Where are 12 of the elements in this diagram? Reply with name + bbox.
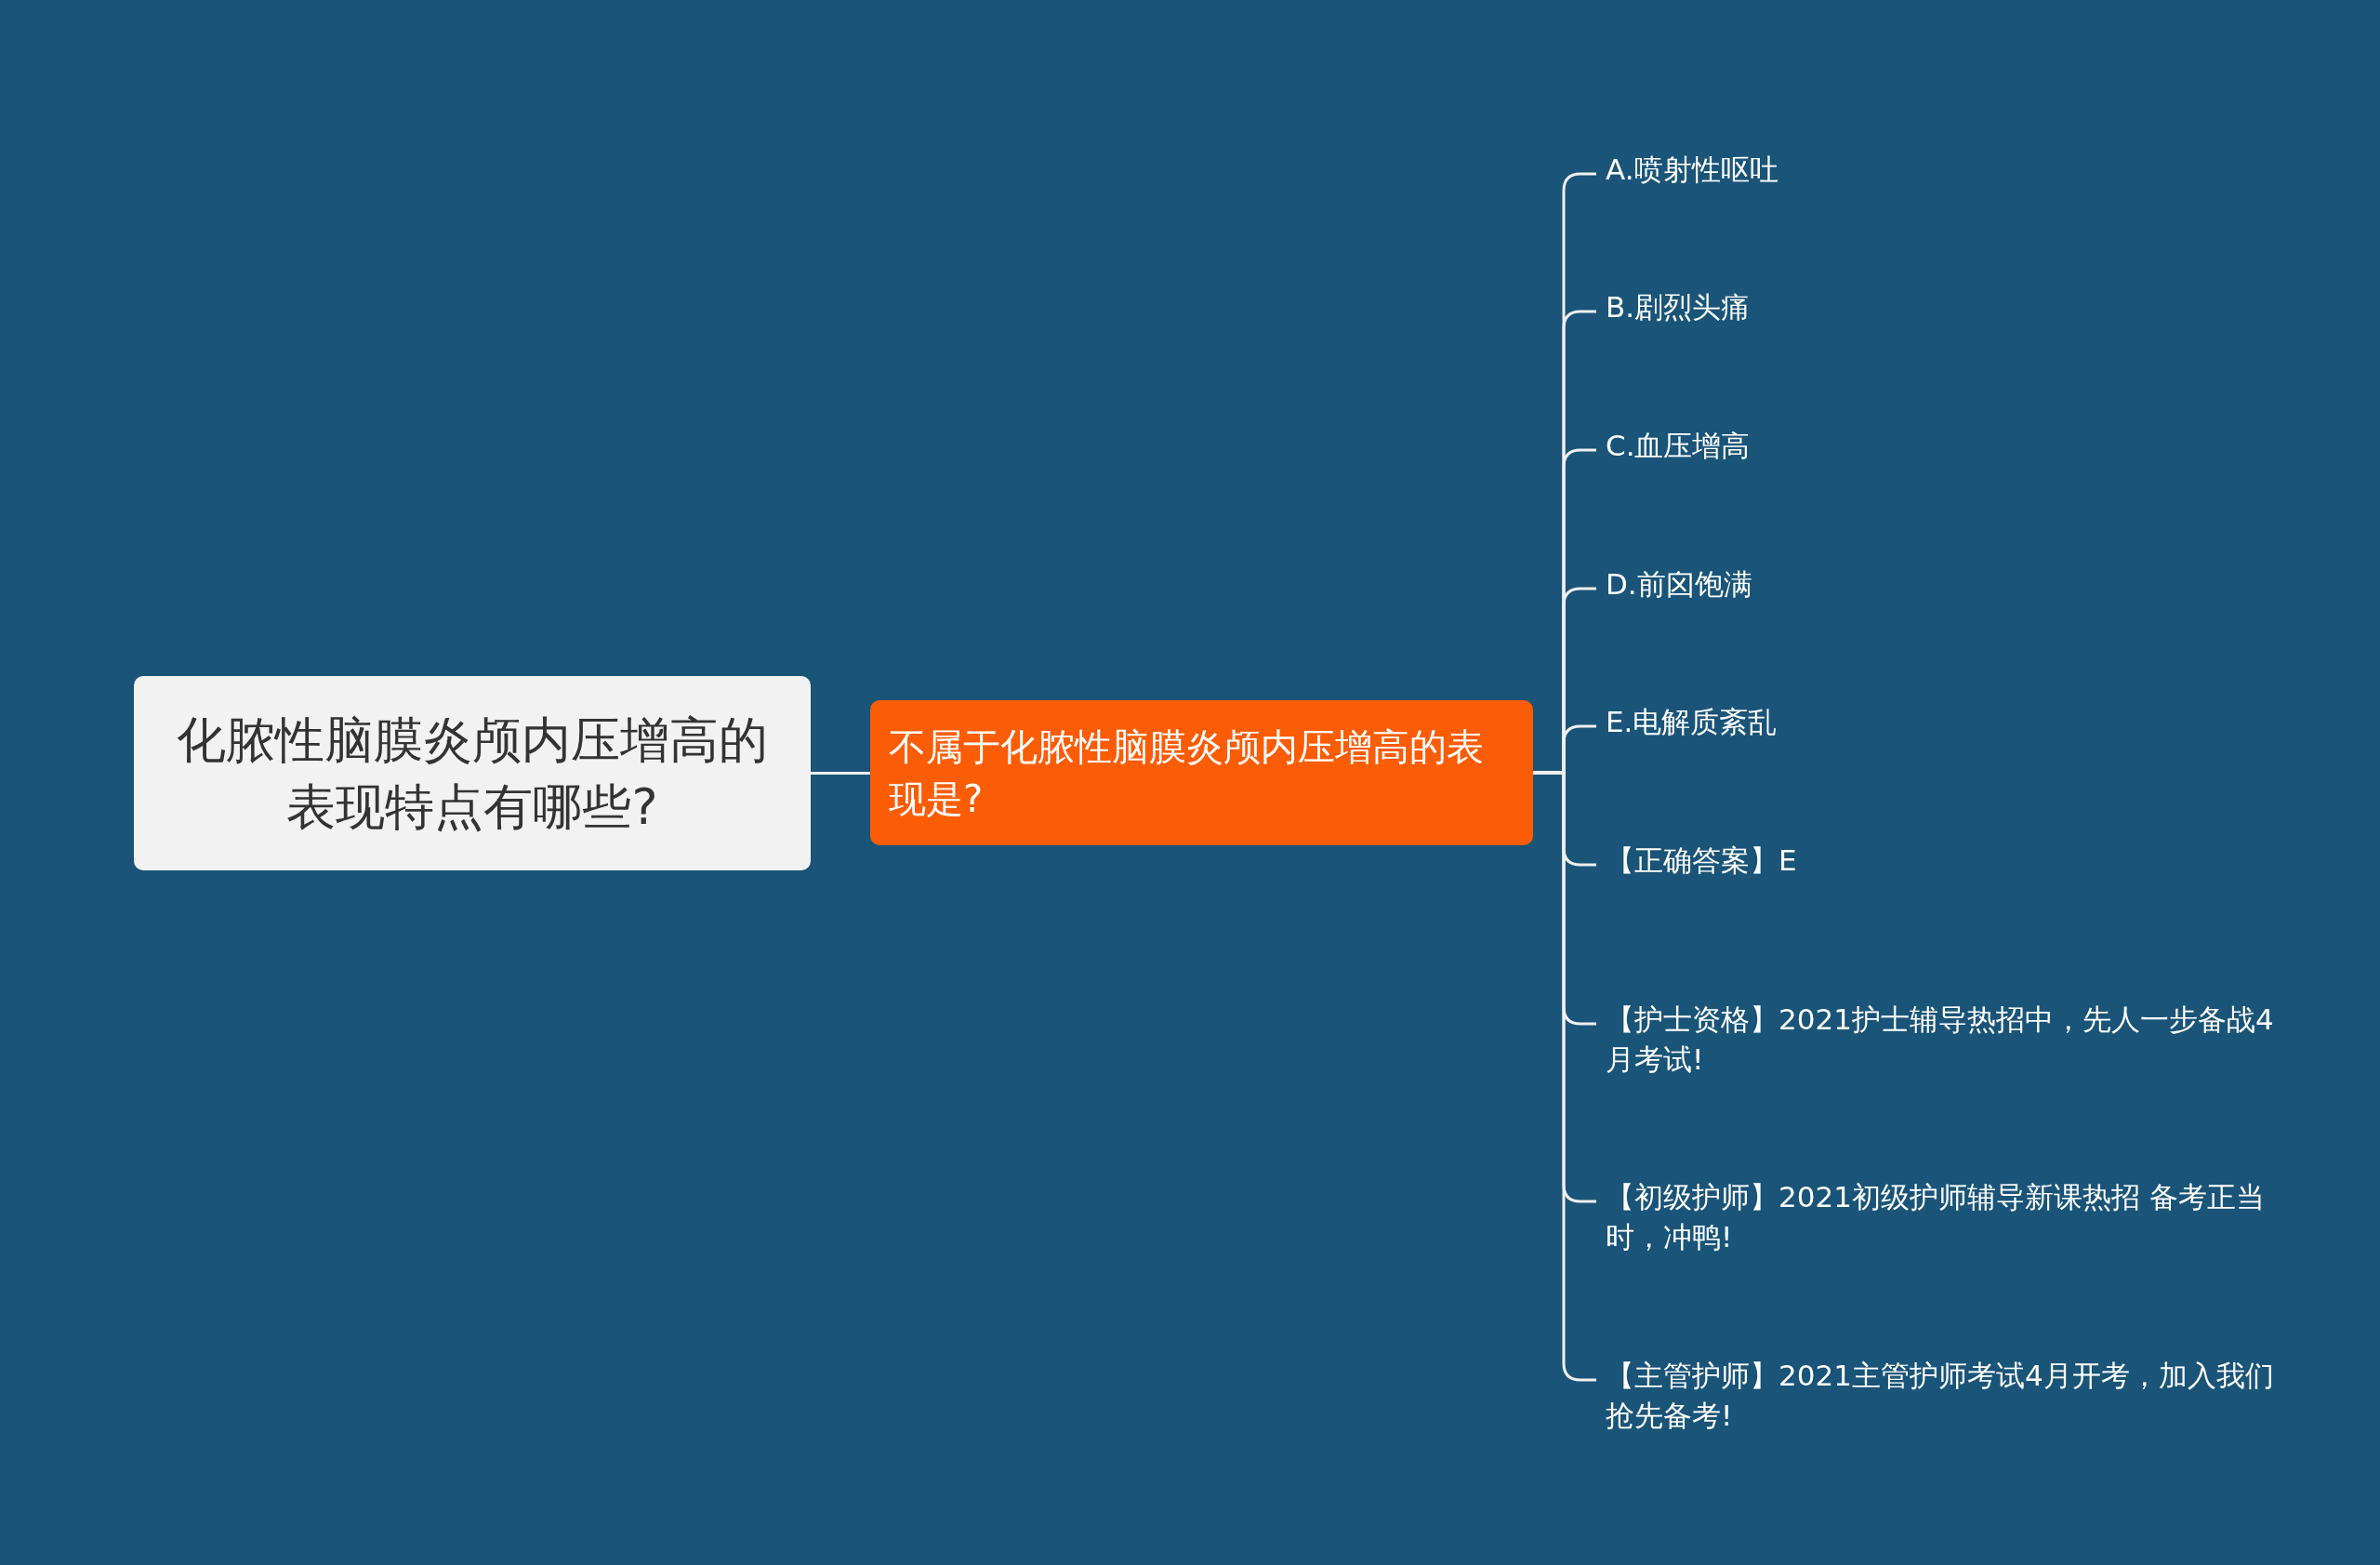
answer-text: 【主管护师】2021主管护师考试4月开考，加入我们抢先备考! — [1606, 1356, 2275, 1437]
answer-text: D.前囟饱满 — [1606, 564, 1752, 605]
question-topic: 不属于化脓性脑膜炎颅内压增高的表现是? — [870, 700, 1533, 845]
answer-text: C.血压增高 — [1606, 426, 1751, 467]
answer-text: E.电解质紊乱 — [1606, 702, 1778, 743]
answer-text: A.喷射性呕吐 — [1606, 150, 1778, 191]
answer-text: 【正确答案】E — [1606, 841, 1797, 882]
answer-text: 【护士资格】2021护士辅导热招中，先人一步备战4月考试! — [1606, 1000, 2275, 1081]
root-topic: 化脓性脑膜炎颅内压增高的表现特点有哪些? — [134, 676, 811, 870]
answer-text: 【初级护师】2021初级护师辅导新课热招 备考正当时，冲鸭! — [1606, 1177, 2275, 1258]
connector-line — [811, 772, 870, 775]
answer-text: B.剧烈头痛 — [1606, 287, 1751, 328]
